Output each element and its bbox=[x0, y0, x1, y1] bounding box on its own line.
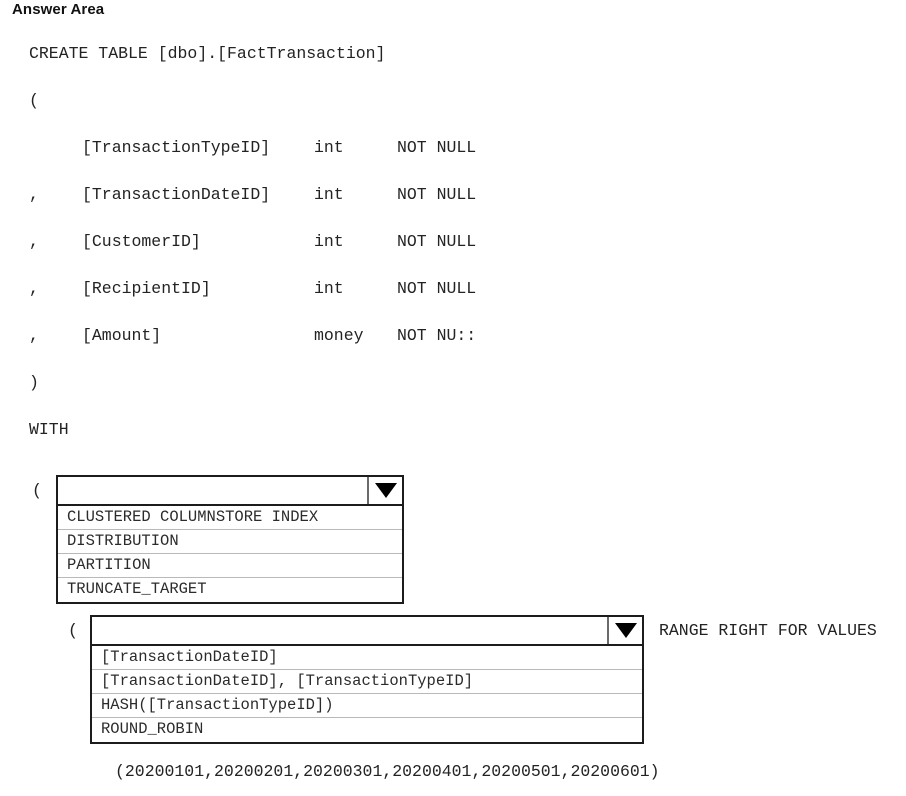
column-name: [CustomerID] bbox=[82, 232, 201, 251]
dropdown-1-selected-value[interactable] bbox=[58, 477, 367, 504]
code-line-column-customerid: , [CustomerID] int NOT NULL bbox=[0, 232, 906, 279]
code-line-create-table: CREATE TABLE [dbo].[FactTransaction] bbox=[0, 44, 906, 91]
column-type: int bbox=[314, 279, 344, 298]
open-paren-2: ( bbox=[68, 621, 78, 640]
dropdown-1-option[interactable]: PARTITION bbox=[58, 554, 402, 578]
code-line-close-paren: ) bbox=[0, 373, 906, 420]
chevron-down-icon[interactable] bbox=[607, 617, 642, 644]
code-line-column-transactiontypeid: [TransactionTypeID] int NOT NULL bbox=[0, 138, 906, 185]
dropdown-2-combobox[interactable] bbox=[90, 615, 644, 646]
dropdown-1-option[interactable]: DISTRIBUTION bbox=[58, 530, 402, 554]
dropdown-2-option-list[interactable]: [TransactionDateID] [TransactionDateID],… bbox=[90, 646, 644, 744]
code-leading-comma: , bbox=[29, 232, 39, 251]
code-line-column-transactiondateid: , [TransactionDateID] int NOT NULL bbox=[0, 185, 906, 232]
page-title: Answer Area bbox=[12, 1, 105, 18]
dropdown-2-selected-value[interactable] bbox=[92, 617, 607, 644]
dropdown-1-option[interactable]: TRUNCATE_TARGET bbox=[58, 578, 402, 602]
range-right-for-values-text: RANGE RIGHT FOR VALUES bbox=[659, 621, 877, 640]
chevron-down-glyph bbox=[614, 623, 637, 638]
chevron-down-icon[interactable] bbox=[367, 477, 402, 504]
column-nullability: NOT NULL bbox=[397, 279, 477, 298]
column-type: int bbox=[314, 185, 344, 204]
code-line-column-recipientid: , [RecipientID] int NOT NULL bbox=[0, 279, 906, 326]
column-name: [Amount] bbox=[82, 326, 162, 345]
code-text: ) bbox=[29, 373, 39, 392]
code-leading-comma: , bbox=[29, 185, 39, 204]
column-nullability: NOT NU:: bbox=[397, 326, 477, 345]
partition-values-line: (20200101,20200201,20200301,20200401,202… bbox=[115, 762, 660, 781]
column-nullability: NOT NULL bbox=[397, 185, 477, 204]
dropdown-2-option[interactable]: ROUND_ROBIN bbox=[92, 718, 642, 742]
code-line-open-paren: ( bbox=[0, 91, 906, 138]
column-type: money bbox=[314, 326, 364, 345]
sql-code-block: CREATE TABLE [dbo].[FactTransaction] ( [… bbox=[0, 44, 906, 467]
dropdown-1-combobox[interactable] bbox=[56, 475, 404, 506]
code-text: WITH bbox=[29, 420, 69, 439]
open-paren-1: ( bbox=[32, 481, 42, 500]
dropdown-1-option[interactable]: CLUSTERED COLUMNSTORE INDEX bbox=[58, 506, 402, 530]
code-leading-comma: , bbox=[29, 279, 39, 298]
column-name: [TransactionDateID] bbox=[82, 185, 271, 204]
code-text: ( bbox=[29, 91, 39, 110]
dropdown-2-option[interactable]: [TransactionDateID], [TransactionTypeID] bbox=[92, 670, 642, 694]
column-name: [TransactionTypeID] bbox=[82, 138, 271, 157]
chevron-down-glyph bbox=[374, 483, 397, 498]
code-line-column-amount: , [Amount] money NOT NU:: bbox=[0, 326, 906, 373]
code-line-with: WITH bbox=[0, 420, 906, 467]
dropdown-1-option-list[interactable]: CLUSTERED COLUMNSTORE INDEX DISTRIBUTION… bbox=[56, 506, 404, 604]
column-type: int bbox=[314, 232, 344, 251]
dropdown-2-option[interactable]: [TransactionDateID] bbox=[92, 646, 642, 670]
column-nullability: NOT NULL bbox=[397, 232, 477, 251]
column-type: int bbox=[314, 138, 344, 157]
code-text: CREATE TABLE [dbo].[FactTransaction] bbox=[29, 44, 386, 63]
code-leading-comma: , bbox=[29, 326, 39, 345]
column-name: [RecipientID] bbox=[82, 279, 211, 298]
dropdown-2-option[interactable]: HASH([TransactionTypeID]) bbox=[92, 694, 642, 718]
column-nullability: NOT NULL bbox=[397, 138, 477, 157]
